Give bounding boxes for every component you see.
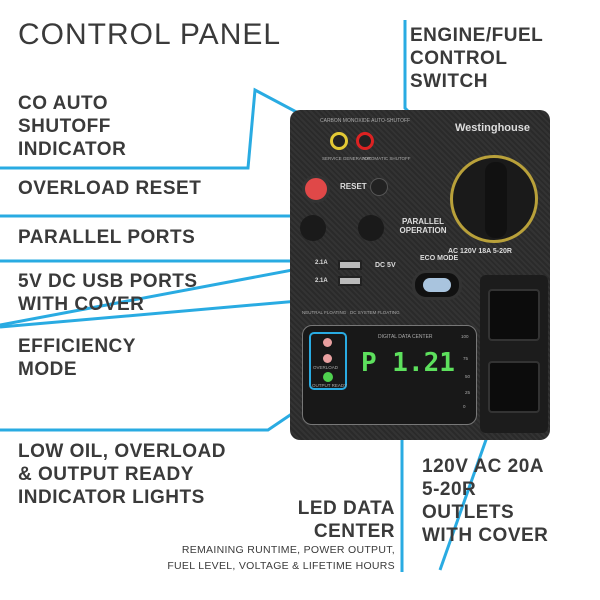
co-shutoff-light	[356, 132, 374, 150]
neutral-label: NEUTRAL FLOATING	[302, 310, 347, 315]
usb-label: DC 5V	[375, 262, 396, 269]
line-lights	[0, 405, 303, 432]
callout-line: LOW OIL, OVERLOAD	[18, 441, 226, 462]
scale-50: 50	[465, 374, 471, 379]
callout-usb-ports: 5V DC USB PORTS WITH COVER	[18, 270, 198, 316]
scale-0: 0	[463, 404, 466, 409]
led-data-center: OVERLOAD OUTPUT READY DIGITAL DATA CENTE…	[302, 325, 477, 425]
generator-control-panel: Westinghouse CARBON MONOXIDE AUTO-SHUTOF…	[290, 110, 550, 440]
callout-outlets: 120V AC 20A 5-20R OUTLETS WITH COVER	[422, 455, 548, 547]
callout-line: EFFICIENCY	[18, 336, 136, 357]
caption-line: FUEL LEVEL, VOLTAGE & LIFETIME HOURS	[167, 560, 395, 572]
callout-overload-reset: OVERLOAD RESET	[18, 178, 202, 199]
callout-line: WITH COVER	[18, 294, 145, 315]
callout-line: CENTER	[313, 521, 395, 542]
callout-indicator-lights: LOW OIL, OVERLOAD & OUTPUT READY INDICAT…	[18, 440, 226, 509]
callout-line: WITH COVER	[422, 525, 549, 546]
eco-label: ECO MODE	[420, 255, 459, 262]
output-ready-light	[323, 372, 333, 382]
knob-grip	[485, 162, 507, 238]
low-oil-light	[323, 338, 332, 347]
callout-line: 5V DC USB PORTS	[18, 271, 198, 292]
callout-line: OUTLETS	[422, 502, 515, 523]
usb-amps-2: 2.1A	[315, 278, 328, 284]
scale-100: 100	[461, 334, 469, 339]
callout-line: 5-20R	[422, 479, 477, 500]
page-title: CONTROL PANEL	[18, 18, 282, 51]
callout-efficiency: EFFICIENCY MODE	[18, 335, 136, 381]
overload-reset-button[interactable]	[302, 175, 330, 203]
led-caption: REMAINING RUNTIME, POWER OUTPUT, FUEL LE…	[100, 542, 395, 574]
callout-engine-switch: ENGINE/FUEL CONTROL SWITCH	[410, 24, 543, 93]
usb-port-1[interactable]	[338, 260, 362, 270]
callout-line: SHUTOFF	[18, 116, 111, 137]
callout-line: 120V AC 20A	[422, 456, 545, 477]
reset-label: RESET	[340, 182, 367, 191]
dc-floating-label: DC SYSTEM FLOATING	[350, 310, 400, 315]
engine-fuel-control-knob[interactable]	[450, 155, 538, 243]
callout-line: LED DATA	[297, 498, 395, 519]
callout-line: CONTROL	[410, 48, 508, 69]
ac-outlet-2[interactable]	[488, 361, 540, 413]
scale-75: 75	[463, 356, 469, 361]
parallel-port-left[interactable]	[300, 215, 326, 241]
output-ready-label: OUTPUT READY	[312, 383, 348, 388]
callout-line: CO AUTO	[18, 93, 109, 114]
eco-switch-rocker	[423, 278, 451, 292]
callout-co-indicator: CO AUTO SHUTOFF INDICATOR	[18, 92, 126, 161]
auto-shutoff-label: AUTOMATIC SHUTOFF	[362, 156, 411, 161]
overload-light	[323, 354, 332, 363]
ground-terminal	[370, 178, 388, 196]
callout-line: SWITCH	[410, 71, 488, 92]
overload-label: OVERLOAD	[313, 365, 339, 370]
line-outlets	[438, 419, 495, 571]
co-header: CARBON MONOXIDE AUTO-SHUTOFF	[320, 118, 411, 124]
parallel-label: PARALLEL OPERATION	[399, 217, 447, 235]
callout-line: MODE	[18, 359, 77, 380]
callout-line: INDICATOR	[18, 139, 127, 160]
ddc-label: DIGITAL DATA CENTER	[378, 334, 433, 340]
service-label: SERVICE GENERATOR	[322, 156, 372, 161]
callout-line: INDICATOR LIGHTS	[18, 487, 205, 508]
co-indicator-light	[330, 132, 348, 150]
ac-rating-label: AC 120V 18A 5-20R	[448, 248, 512, 255]
scale-25: 25	[465, 390, 471, 395]
indicator-lights-group: OVERLOAD OUTPUT READY	[309, 332, 347, 390]
parallel-port-right[interactable]	[358, 215, 384, 241]
line-usb	[0, 260, 336, 327]
ac-outlets-with-cover[interactable]	[480, 275, 548, 433]
callout-line: & OUTPUT READY	[18, 464, 194, 485]
led-display-readout: P 1.21	[361, 348, 455, 378]
brand-logo: Westinghouse	[455, 122, 530, 134]
callout-parallel-ports: PARALLEL PORTS	[18, 227, 196, 248]
usb-port-2[interactable]	[338, 276, 362, 286]
caption-line: REMAINING RUNTIME, POWER OUTPUT,	[181, 544, 395, 556]
callout-line: ENGINE/FUEL	[410, 25, 544, 46]
eco-mode-switch[interactable]	[412, 270, 462, 300]
ac-outlet-1[interactable]	[488, 289, 540, 341]
callout-led-center: LED DATA CENTER	[270, 497, 395, 543]
usb-amps-1: 2.1A	[315, 260, 328, 266]
